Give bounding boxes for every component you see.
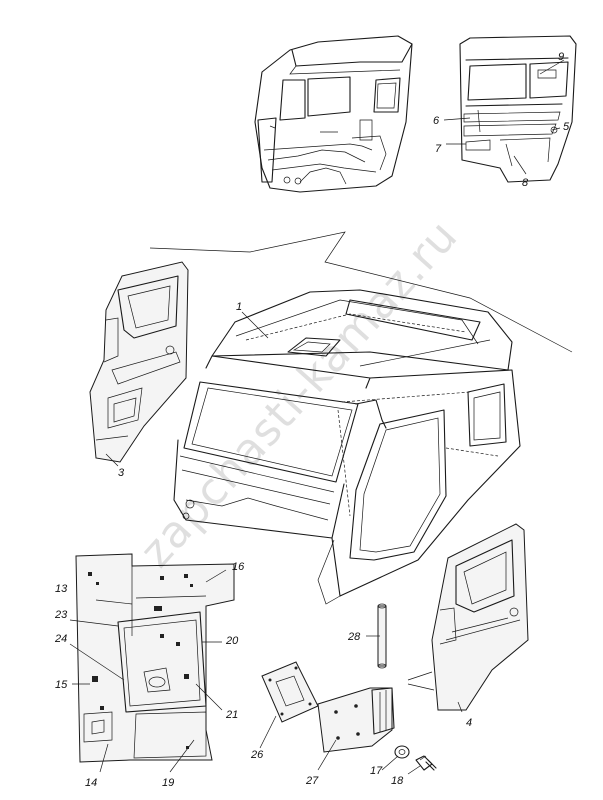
washer: [394, 745, 410, 759]
right-door: [407, 523, 529, 711]
rear-wall-view: [459, 35, 577, 183]
callout-18: 20: [225, 635, 239, 647]
cab-body: [173, 289, 521, 605]
callouts: 9 5 6 7 8 1 3 4 13 23 24 15 14 16 20 21 …: [54, 51, 570, 789]
callout-16: 16: [232, 561, 245, 573]
callout-26: 18: [391, 775, 404, 787]
hinge-pin: [377, 603, 387, 669]
floor-panel: [75, 553, 235, 763]
reinforcement-plate: [261, 661, 319, 723]
callout-4: 4: [466, 717, 472, 729]
reference-line: [149, 231, 573, 353]
bolt: [415, 755, 437, 771]
callout-21: 24: [54, 633, 67, 645]
callout-8: 8: [522, 177, 529, 189]
callout-23: 26: [250, 749, 264, 761]
left-door: [89, 261, 189, 463]
callout-1: 1: [236, 301, 242, 313]
callout-24: 27: [305, 775, 319, 787]
door-hinge: [317, 687, 395, 753]
callout-5: 5: [563, 121, 570, 133]
callout-17: 19: [162, 777, 174, 789]
callout-28: 28: [347, 631, 361, 643]
callout-15: 15: [55, 679, 68, 691]
callout-9: 9: [558, 51, 564, 63]
callout-3: 3: [118, 467, 125, 479]
callout-27: 17: [370, 765, 383, 777]
callout-20: 23: [54, 609, 68, 621]
callout-19: 21: [225, 709, 238, 721]
leader-lines: [69, 59, 565, 775]
callout-13: 13: [55, 583, 68, 595]
callout-7: 7: [435, 143, 442, 155]
assembled-cab-view: [254, 35, 413, 193]
callout-14: 14: [85, 777, 97, 789]
callout-6: 6: [433, 115, 440, 127]
